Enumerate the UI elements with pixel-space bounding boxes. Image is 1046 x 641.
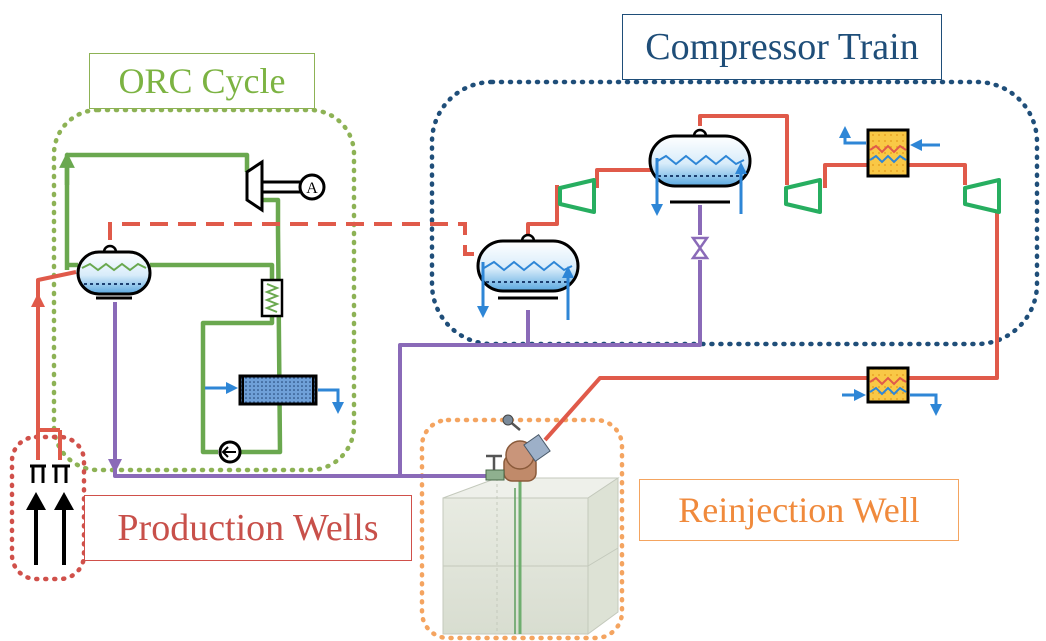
aftercooler-icon	[866, 366, 910, 404]
orc-cycle-label: ORC Cycle	[89, 53, 315, 109]
intercooler-coolant-out-arrow	[839, 126, 866, 145]
separator-vessel-icon-2	[476, 233, 580, 300]
production-well-arrows	[26, 492, 74, 565]
production-wells-label: Production Wells	[84, 495, 412, 561]
gas-lines	[36, 114, 999, 460]
compressor-stage-icon	[558, 178, 1001, 214]
intercooler-icon	[866, 128, 910, 178]
compressor-train-boundary	[429, 79, 1040, 347]
cooling-out-arrow	[318, 388, 344, 414]
orc-working-fluid-loop	[64, 152, 283, 455]
turbine-icon	[245, 159, 300, 213]
steam-vent-line	[108, 222, 480, 256]
reinjection-well-label: Reinjection Well	[639, 479, 959, 541]
valve-icon	[690, 236, 710, 260]
separator-vessel-icon-3	[648, 128, 752, 204]
reinjection-well-boundary	[419, 417, 625, 641]
orc-cycle-boundary	[51, 107, 357, 473]
aftercooler-coolant-out-arrow	[910, 393, 942, 416]
alternator-icon: A	[298, 173, 326, 201]
condenser-icon	[238, 374, 318, 406]
production-wells-boundary	[9, 434, 87, 582]
reinjection-wellhead-icon	[485, 414, 551, 482]
separator-vessel-icon	[76, 244, 152, 300]
wellhead-icon	[30, 464, 70, 483]
reinjection-well-ground-block	[442, 477, 620, 635]
recuperator-icon	[260, 278, 284, 318]
alternator-symbol: A	[306, 180, 318, 197]
compressor-train-label: Compressor Train	[622, 14, 942, 80]
pump-icon	[218, 440, 242, 464]
